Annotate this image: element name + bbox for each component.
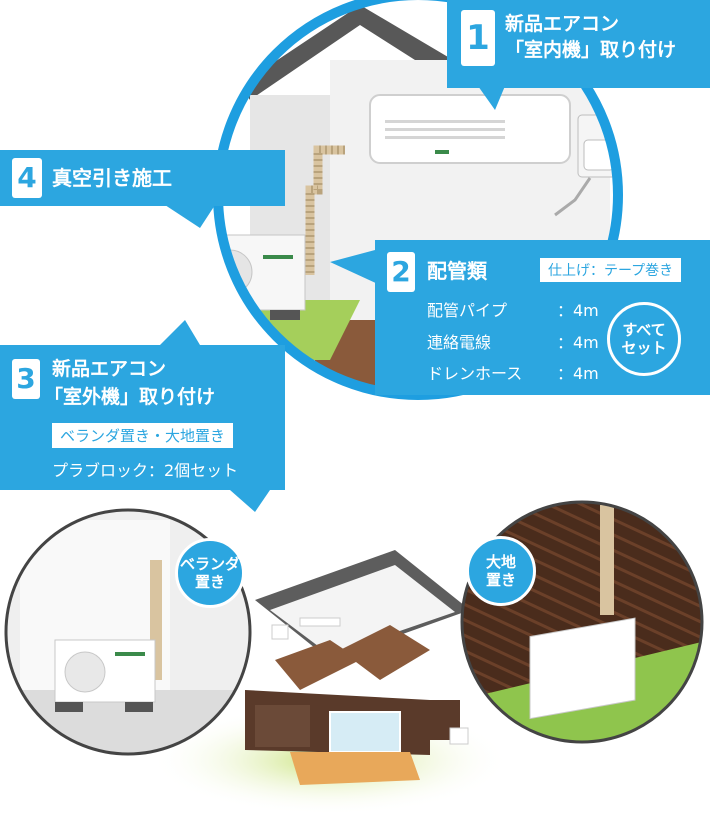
- step4-label: 4 真空引き施工: [0, 150, 285, 206]
- step3-label: 3 新品エアコン 「室外機」取り付け ベランダ置き・大地置き プラブロック：2個…: [0, 345, 285, 490]
- spec-value-0: ：4m: [557, 301, 599, 320]
- step1-label: 1 新品エアコン 「室内機」取り付け: [447, 0, 710, 88]
- step2-number: 2: [387, 252, 415, 292]
- step3-line1: 新品エアコン: [52, 358, 167, 380]
- veranda-badge-line2: 置き: [194, 573, 225, 591]
- step3-placement-tag: ベランダ置き・大地置き: [52, 423, 234, 448]
- step4-number: 4: [12, 158, 42, 198]
- spec-name-1: 連絡電線: [427, 333, 492, 352]
- step2-finish-tag: 仕上げ：テープ巻き: [540, 258, 682, 282]
- veranda-badge: ベランダ 置き: [175, 538, 245, 608]
- step2-title: 配管類: [427, 259, 487, 283]
- ground-badge-line2: 置き: [485, 571, 516, 589]
- ground-badge: 大地 置き: [466, 536, 536, 606]
- all-set-line1: すべて: [622, 321, 666, 339]
- step3-line2: 「室外機」取り付け: [44, 386, 216, 408]
- step2-label: 2 配管類 仕上げ：テープ巻き 配管パイプ ：4m 連絡電線 ：4m ドレンホー…: [375, 240, 710, 395]
- step1-line2: 「室内機」取り付け: [505, 39, 677, 61]
- all-set-badge: すべて セット: [607, 302, 681, 376]
- step3-block-note: プラブロック：2個セット: [52, 461, 239, 480]
- step3-number: 3: [12, 359, 40, 399]
- veranda-badge-line1: ベランダ: [179, 555, 240, 573]
- house-cutaway: [245, 550, 470, 785]
- spec-value-2: ：4m: [557, 364, 599, 383]
- step1-line1: 新品エアコン: [505, 13, 620, 36]
- spec-name-2: ドレンホース: [427, 364, 523, 383]
- ground-badge-line1: 大地: [485, 553, 516, 571]
- spec-value-1: ：4m: [557, 333, 599, 352]
- spec-name-0: 配管パイプ: [427, 301, 508, 320]
- step1-number: 1: [461, 10, 495, 66]
- step4-title: 真空引き施工: [52, 165, 172, 190]
- all-set-line2: セット: [621, 339, 667, 357]
